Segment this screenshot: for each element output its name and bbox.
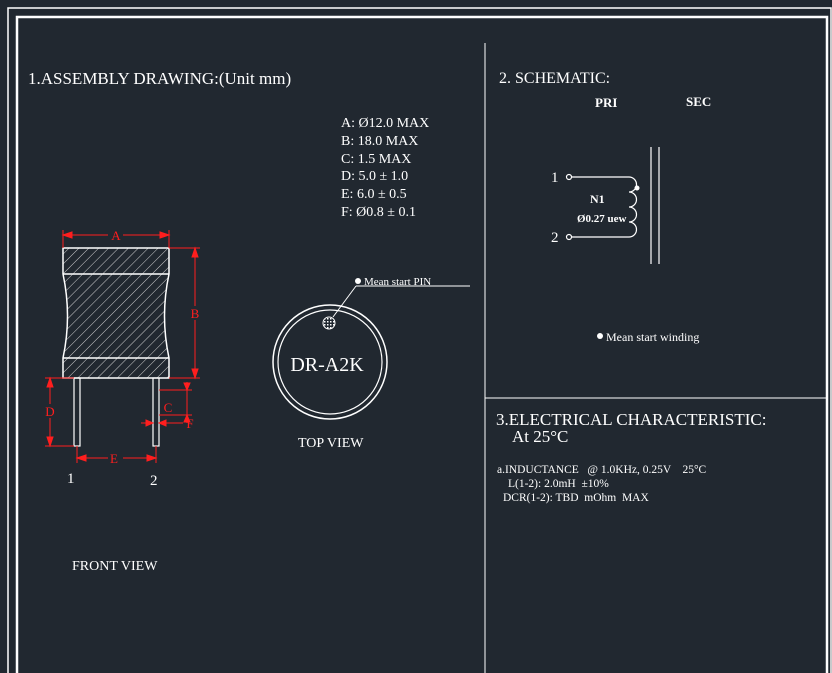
inductance-condition: a.INDUCTANCE @ 1.0KHz, 0.25V 25°C [497, 464, 707, 476]
winding-name: N1 [590, 192, 605, 206]
mean-start-winding-note: Mean start winding [606, 330, 699, 344]
assembly-title: 1.ASSEMBLY DRAWING:(Unit mm) [28, 69, 291, 88]
spec-d: D: 5.0 ± 1.0 [341, 169, 408, 184]
part-marking: DR-A2K [290, 354, 364, 376]
inductance-value: L(1-2): 2.0mH ±10% [508, 478, 609, 490]
schematic-pin-2-label: 2 [551, 230, 559, 246]
dim-f-label: F [186, 416, 193, 431]
start-pin-leader [332, 285, 357, 318]
dcr-value: DCR(1-2): TBD mOhm MAX [503, 492, 649, 504]
dim-e-label: E [110, 451, 118, 466]
sec-label: SEC [686, 94, 711, 109]
dimension-labels: A B C D E F [43, 228, 203, 466]
front-pin-1-label: 1 [67, 471, 75, 487]
primary-coil [628, 176, 638, 238]
dim-a-label: A [111, 228, 121, 243]
electrical-title: 3.ELECTRICAL CHARACTERISTIC: [496, 410, 766, 429]
start-pin-bullet [355, 278, 361, 284]
pin-2-lead [152, 377, 160, 447]
schematic-drawing [565, 147, 660, 264]
schematic-pin-2-terminal [565, 233, 573, 241]
spec-a: A: Ø12.0 MAX [341, 116, 429, 131]
mean-start-winding-bullet [597, 333, 603, 339]
spec-list: A: Ø12.0 MAX B: 18.0 MAX C: 1.5 MAX D: 5… [341, 116, 429, 220]
dim-b-label: B [191, 306, 200, 321]
schematic-title: 2. SCHEMATIC: [499, 70, 610, 87]
top-view-outer-circle [272, 304, 388, 420]
schematic-pin-1-label: 1 [551, 170, 559, 186]
winding-start-dot [634, 185, 640, 191]
start-pin-marker [322, 316, 336, 330]
dim-c-label: C [164, 400, 173, 415]
spec-f: F: Ø0.8 ± 0.1 [341, 205, 416, 220]
front-view-label: FRONT VIEW [72, 559, 158, 574]
wire-spec: Ø0.27 uew [577, 213, 627, 225]
mean-start-pin-note: Mean start PIN [364, 276, 431, 288]
sheet-border [7, 7, 832, 673]
top-view-drawing [272, 278, 470, 420]
top-view-inner-circle [277, 309, 383, 415]
top-view-label: TOP VIEW [298, 436, 364, 451]
pin-1-lead [73, 377, 81, 447]
dim-d-label: D [45, 404, 54, 419]
spec-b: B: 18.0 MAX [341, 134, 418, 149]
front-view-drawing [62, 247, 170, 447]
spec-e: E: 6.0 ± 0.5 [341, 187, 407, 202]
schematic-pin-1-terminal [565, 173, 573, 181]
electrical-subtitle: At 25°C [512, 427, 568, 446]
spec-c: C: 1.5 MAX [341, 152, 411, 167]
pri-label: PRI [595, 95, 617, 110]
front-pin-2-label: 2 [150, 473, 158, 489]
